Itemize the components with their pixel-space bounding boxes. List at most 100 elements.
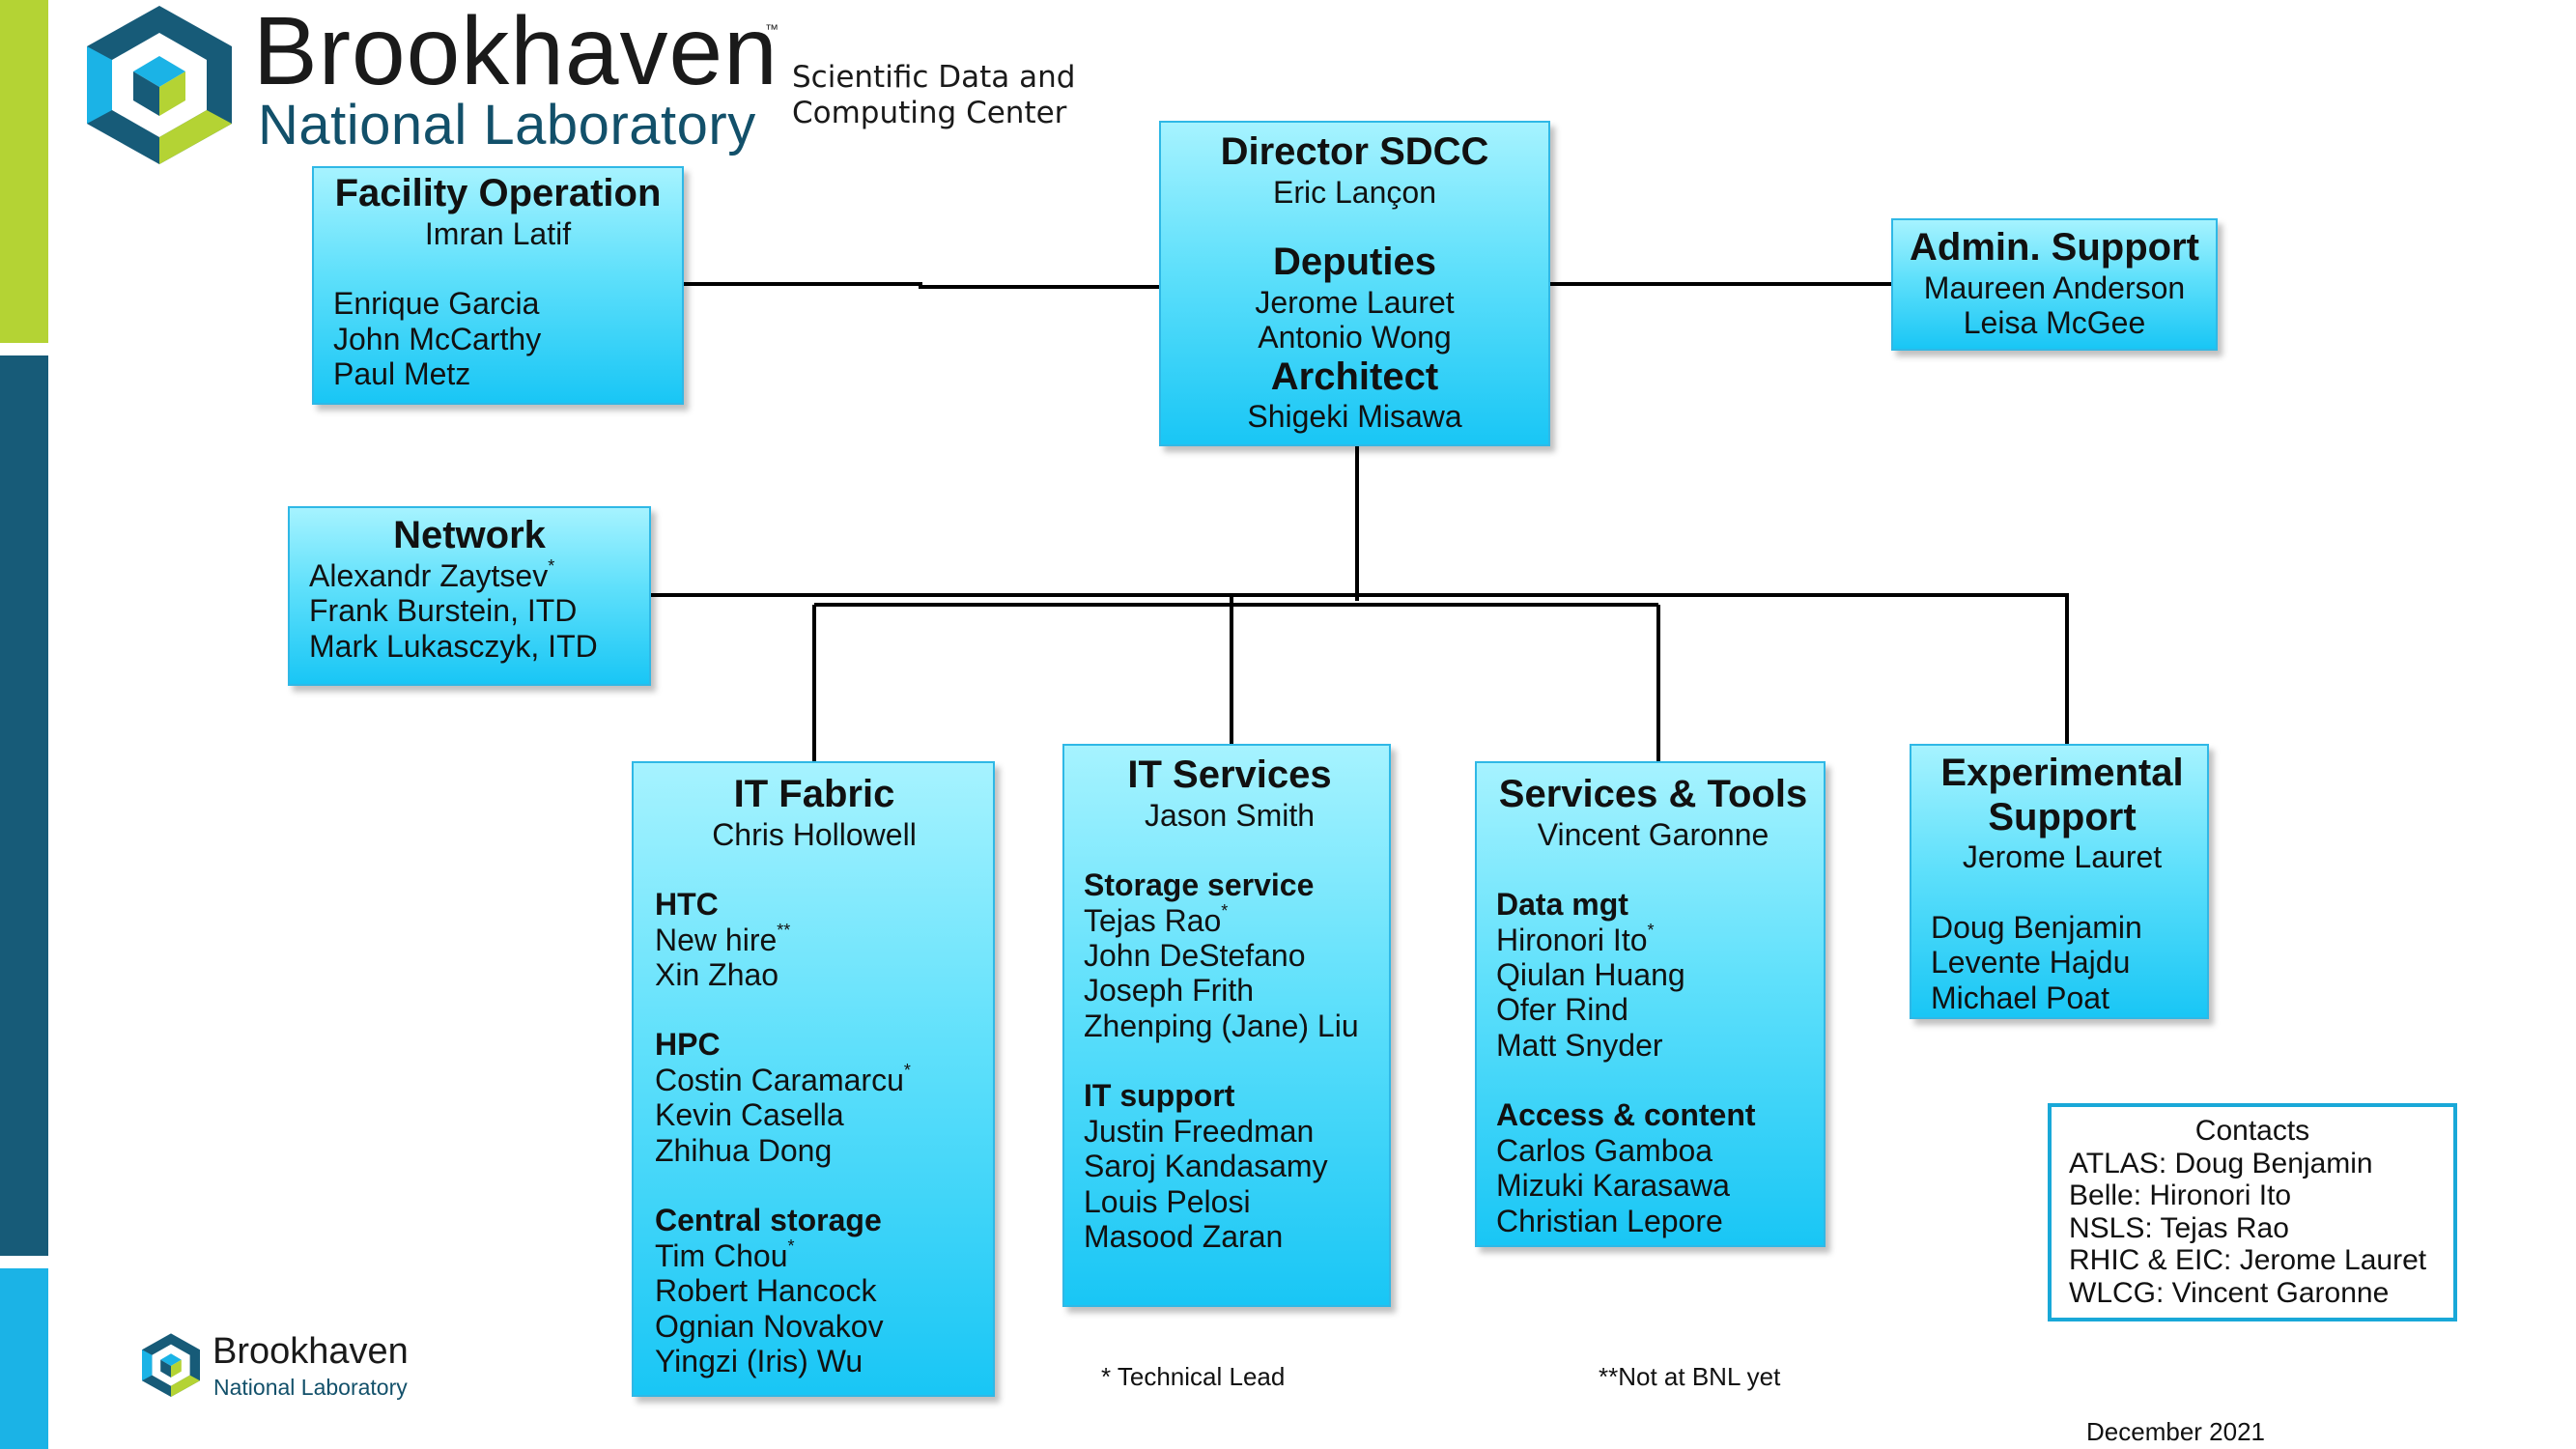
facility-title: Facility Operation: [334, 172, 662, 214]
it-fabric-box: IT Fabric Chris Hollowell HTC New hire**…: [632, 761, 995, 1397]
technical-lead-mark: *: [1221, 900, 1229, 921]
logo-subtitle: National Laboratory: [258, 94, 756, 156]
technical-lead-mark: *: [1647, 920, 1655, 940]
logo-title: Brookhaven: [253, 0, 778, 105]
experimental-title-line1: Experimental: [1940, 752, 2184, 794]
access-content-title: Access & content: [1496, 1097, 1756, 1133]
hpc-member: Zhihua Dong: [655, 1132, 833, 1168]
services-tools-title: Services & Tools: [1498, 773, 1808, 815]
logo-desc-line2: Computing Center: [792, 96, 1067, 131]
hpc-title: HPC: [655, 1027, 721, 1063]
it-support-member: Masood Zaran: [1084, 1219, 1284, 1255]
storage-member: Ognian Novakov: [655, 1308, 884, 1344]
contact-item: WLCG: Vincent Garonne: [2069, 1276, 2390, 1309]
brookhaven-small-logo-icon: [142, 1333, 200, 1397]
access-content-member: Carlos Gamboa: [1496, 1132, 1713, 1168]
experimental-support-box: Experimental Support Jerome Lauret Doug …: [1910, 744, 2209, 1019]
small-logo-subtitle: National Laboratory: [213, 1375, 408, 1400]
data-mgt-member: Matt Snyder: [1496, 1027, 1663, 1063]
contact-item: RHIC & EIC: Jerome Lauret: [2069, 1244, 2427, 1277]
htc-title: HTC: [655, 887, 719, 923]
experimental-member: Levente Hajdu: [1931, 945, 2131, 980]
experimental-member: Michael Poat: [1931, 980, 2109, 1015]
experimental-lead: Jerome Lauret: [1962, 839, 2163, 875]
facility-operation-box: Facility Operation Imran Latif Enrique G…: [312, 166, 684, 405]
storage-service-title: Storage service: [1084, 867, 1315, 903]
logo-description: Scientific Data and Computing Center: [792, 60, 1075, 131]
contacts-title: Contacts: [2194, 1115, 2310, 1147]
storage-service-member: Joseph Frith: [1084, 973, 1255, 1009]
technical-lead-mark: *: [903, 1060, 911, 1080]
data-mgt-title: Data mgt: [1496, 887, 1628, 923]
central-storage-title: Central storage: [655, 1203, 882, 1238]
storage-member: Yingzi (Iris) Wu: [655, 1344, 863, 1379]
it-support-member: Louis Pelosi: [1084, 1183, 1251, 1219]
hpc-member: Kevin Casella: [655, 1097, 844, 1133]
it-services-title: IT Services: [1127, 753, 1332, 796]
facility-member: Paul Metz: [333, 356, 471, 391]
network-member: Mark Lukasczyk, ITD: [309, 628, 598, 664]
contacts-box: Contacts ATLAS: Doug Benjamin Belle: Hir…: [2048, 1103, 2457, 1321]
deputy-name: Antonio Wong: [1258, 320, 1452, 355]
it-support-member: Justin Freedman: [1084, 1113, 1315, 1149]
director-name: Eric Lançon: [1273, 174, 1436, 210]
services-tools-box: Services & Tools Vincent Garonne Data mg…: [1475, 761, 1826, 1247]
admin-member: Leisa McGee: [1963, 305, 2146, 341]
contact-item: Belle: Hironori Ito: [2069, 1179, 2292, 1212]
access-content-member: Mizuki Karasawa: [1496, 1168, 1730, 1204]
storage-member: Robert Hancock: [655, 1273, 877, 1309]
experimental-title-line2: Support: [1988, 795, 2137, 838]
admin-support-box: Admin. Support Maureen Anderson Leisa Mc…: [1891, 218, 2218, 351]
data-mgt-member: Ofer Rind: [1496, 992, 1628, 1028]
brookhaven-cube-logo-icon: [87, 6, 232, 164]
technical-lead-note: * Technical Lead: [1101, 1362, 1286, 1391]
htc-member: New hire**: [655, 920, 791, 957]
contact-item: NSLS: Tejas Rao: [2069, 1211, 2289, 1244]
logo-trademark: ™: [765, 21, 778, 37]
logo-desc-line1: Scientific Data and: [792, 60, 1076, 95]
it-support-member: Saroj Kandasamy: [1084, 1149, 1328, 1184]
not-at-bnl-mark: **: [777, 920, 791, 940]
storage-service-member: Tejas Rao*: [1084, 900, 1229, 938]
director-box: Director SDCC Eric Lançon Deputies Jerom…: [1159, 121, 1550, 446]
facility-member: Enrique Garcia: [333, 286, 540, 322]
architect-name: Shigeki Misawa: [1247, 399, 1462, 435]
line-network-bus: [651, 593, 2069, 744]
storage-service-member: Zhenping (Jane) Liu: [1084, 1008, 1359, 1043]
data-mgt-member: Qiulan Huang: [1496, 957, 1685, 992]
hpc-member: Costin Caramarcu*: [655, 1060, 911, 1097]
admin-member: Maureen Anderson: [1923, 270, 2186, 305]
date-label: December 2021: [2086, 1417, 2265, 1446]
services-tools-lead: Vincent Garonne: [1537, 816, 1769, 852]
network-member: Alexandr Zaytsev*: [309, 555, 555, 593]
deputy-name: Jerome Lauret: [1255, 284, 1455, 320]
it-services-box: IT Services Jason Smith Storage service …: [1062, 744, 1391, 1307]
side-bar-green: [0, 0, 48, 343]
storage-member: Tim Chou*: [655, 1236, 795, 1273]
side-bar-blue: [0, 1268, 48, 1449]
experimental-member: Doug Benjamin: [1931, 909, 2142, 945]
line-facility-director: [684, 282, 1159, 289]
deputies-title: Deputies: [1273, 241, 1436, 284]
technical-lead-mark: *: [548, 555, 555, 576]
technical-lead-mark: *: [787, 1236, 795, 1256]
storage-service-member: John DeStefano: [1084, 938, 1306, 973]
side-bar-dark: [0, 355, 48, 1256]
it-services-lead: Jason Smith: [1144, 797, 1316, 833]
network-member: Frank Burstein, ITD: [309, 593, 578, 629]
it-fabric-lead: Chris Hollowell: [712, 816, 917, 852]
data-mgt-member: Hironori Ito*: [1496, 920, 1655, 957]
small-logo-title: Brookhaven: [212, 1331, 409, 1372]
access-content-member: Christian Lepore: [1496, 1203, 1723, 1238]
admin-title: Admin. Support: [1910, 226, 2199, 269]
architect-title: Architect: [1270, 355, 1439, 398]
facility-lead: Imran Latif: [424, 215, 572, 251]
htc-member: Xin Zhao: [655, 957, 779, 992]
contact-item: ATLAS: Doug Benjamin: [2069, 1147, 2373, 1179]
network-title: Network: [393, 514, 546, 556]
it-support-title: IT support: [1084, 1078, 1235, 1114]
it-fabric-title: IT Fabric: [733, 773, 895, 815]
network-box: Network Alexandr Zaytsev* Frank Burstein…: [288, 506, 651, 686]
director-title: Director SDCC: [1220, 130, 1489, 173]
